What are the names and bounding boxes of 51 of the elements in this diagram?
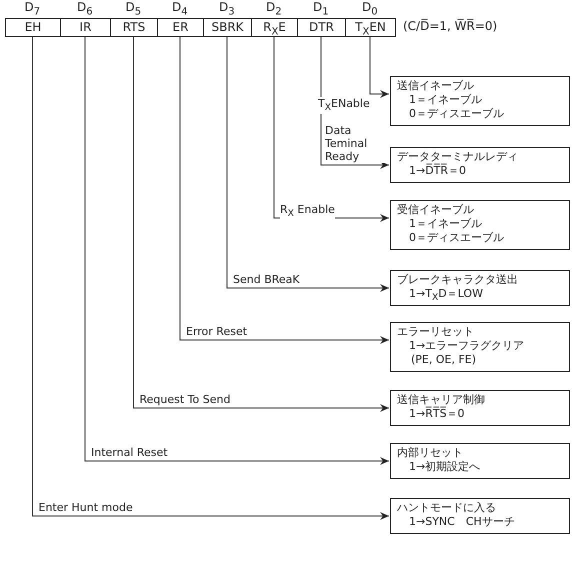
leader-arrow (180, 36, 390, 344)
box-text: 1＝イネーブル (408, 217, 483, 231)
box-text: 1→R̅T̅S̅＝0 (408, 407, 466, 421)
box-heading: 送信キャリア制御 (397, 393, 486, 406)
condition-note: (C/D̅=1, W̅R̅=0) (403, 20, 498, 33)
register-bit: RTS (110, 18, 158, 37)
box-heading: 送信イネーブル (397, 79, 475, 93)
description-box (390, 390, 570, 426)
leader-arrow (84, 36, 390, 465)
register-bit: IR (60, 18, 111, 37)
edge-label: T$_{X}$ENable (318, 97, 370, 114)
register-bit: EH (5, 18, 61, 37)
box-text: 1＝イネーブル (408, 93, 483, 107)
register-bit: SBRK (203, 18, 252, 37)
box-text: 0＝ディスエーブル (408, 107, 505, 121)
box-heading: ハントモードに入る (397, 501, 497, 515)
box-heading: 受信イネーブル (397, 203, 475, 217)
edge-label: Internal Reset (91, 446, 168, 459)
box-text: 1→エラーフラグクリア (408, 339, 526, 353)
leader-arrow (370, 36, 390, 98)
register-bit: ER (157, 18, 204, 37)
box-heading: エラーリセット (397, 325, 475, 339)
edge-label: Error Reset (186, 325, 248, 338)
description-box (390, 200, 570, 250)
edge-label: Send BReaK (233, 273, 300, 286)
box-heading: ブレークキャラクタ送出 (397, 273, 519, 287)
box-text: 0＝ディスエーブル (408, 231, 505, 245)
leader-arrow (32, 36, 390, 520)
edge-label: R$_{X}$ Enable (280, 203, 335, 220)
leader-arrow (320, 36, 390, 169)
box-heading: データターミナルレディ (397, 150, 519, 164)
register-bit: DTR (297, 18, 346, 37)
box-heading: 内部リセット (397, 446, 464, 460)
description-box (390, 322, 570, 372)
description-box (390, 76, 570, 126)
register-bit: R$_{X}$E (251, 18, 298, 37)
description-box (390, 270, 570, 306)
box-text: 1→T$_{X}$D＝LOW (408, 287, 484, 306)
box-text: 1→D̅T̅R̅＝0 (408, 164, 468, 178)
description-box (390, 147, 570, 183)
register-bit: T$_{X}$EN (345, 18, 396, 37)
edge-label: Enter Hunt mode (38, 501, 133, 514)
leader-arrow (133, 36, 390, 412)
description-box (390, 443, 570, 479)
description-box (390, 498, 570, 534)
edge-label: Data Teminal Ready (325, 124, 385, 163)
edge-label: Request To Send (140, 393, 230, 406)
box-text: 1→初期設定へ (408, 460, 482, 474)
box-text: (PE, OE, FE) (410, 353, 478, 367)
leader-arrow (226, 36, 390, 292)
box-text: 1→SYNC CHサーチ (408, 515, 516, 529)
